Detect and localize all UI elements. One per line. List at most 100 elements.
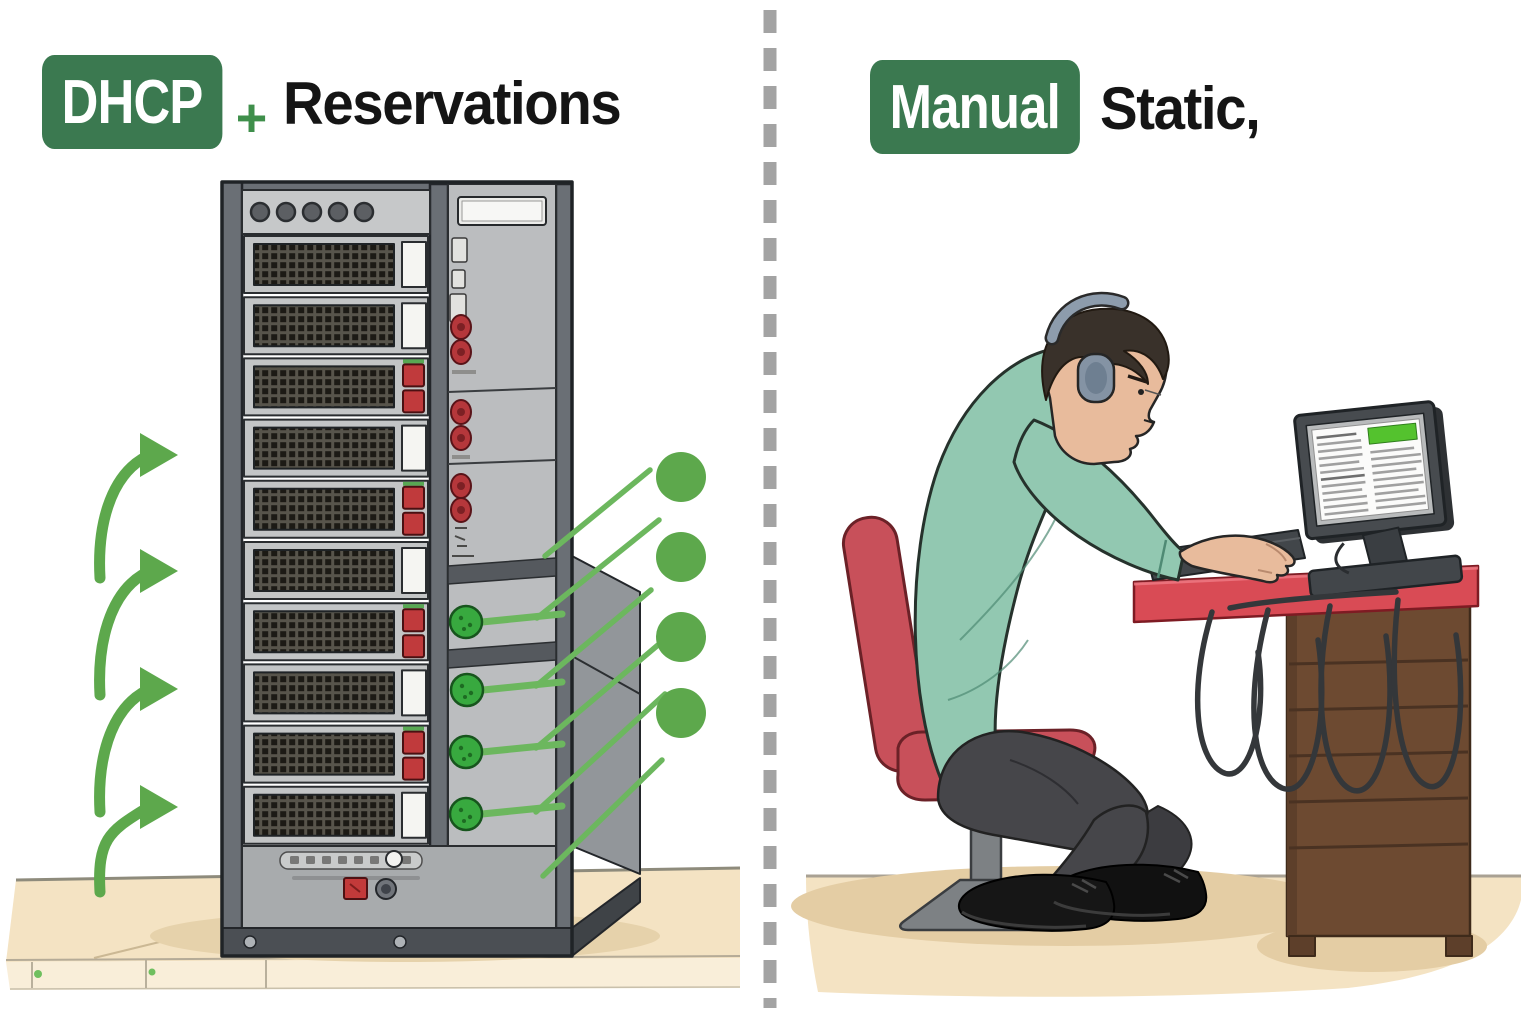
- red-button: [402, 363, 425, 388]
- red-button: [402, 511, 425, 536]
- head: [1041, 291, 1170, 466]
- dhcp-arrow: [94, 569, 148, 701]
- screw: [243, 935, 257, 949]
- red-button: [402, 730, 425, 755]
- manual-scene: [791, 291, 1521, 997]
- rack-units: [243, 235, 429, 845]
- lease-wires: [533, 467, 668, 879]
- floor-speck: [34, 970, 42, 978]
- plus-sign: +: [235, 88, 268, 148]
- label-mark: [338, 856, 347, 864]
- rack-unit: [243, 602, 429, 662]
- drive-panel: [401, 302, 427, 350]
- dhcp-badge: DHCP: [42, 55, 223, 149]
- port-connector: [448, 734, 484, 770]
- side-tower-controls: [447, 196, 557, 669]
- sweater-folds: [947, 504, 1063, 701]
- label-mark: [370, 856, 379, 864]
- mesh-grille: [253, 426, 395, 470]
- drive-panel: [401, 791, 427, 839]
- mesh-grille: [253, 793, 395, 837]
- eye: [1138, 389, 1144, 395]
- label-mark: [322, 856, 331, 864]
- monitor-base: [1307, 554, 1464, 598]
- rack-unit: [243, 785, 429, 845]
- floor-speck: [148, 968, 156, 976]
- mesh-grille: [253, 549, 395, 592]
- arrow-head: [140, 549, 178, 593]
- vent-holes: [249, 201, 375, 223]
- drive-panel: [401, 669, 427, 717]
- label-mark: [290, 856, 299, 864]
- screen-text-line: [1373, 473, 1424, 482]
- finger-lines: [1257, 543, 1287, 574]
- screen-text-line: [1316, 432, 1357, 440]
- rack-base: [221, 845, 573, 957]
- screen-text-line: [1321, 480, 1366, 488]
- screen-text-line: [1370, 452, 1421, 461]
- lease-wire: [533, 587, 654, 689]
- drive-panel: [401, 424, 427, 472]
- shoe-laces: [1071, 868, 1189, 894]
- red-oval-buttons: [450, 314, 472, 523]
- screen-text-line: [1375, 494, 1426, 503]
- vent-hole: [275, 201, 297, 223]
- reserved-port-connectors: [448, 604, 566, 832]
- rack-unit: [243, 724, 429, 784]
- arrow-head: [140, 433, 178, 477]
- red-button: [402, 608, 425, 633]
- dhcp-arrow: [94, 687, 148, 818]
- screen-text-line: [1373, 480, 1424, 489]
- arrow-head: [140, 785, 178, 829]
- label-mark: [354, 856, 363, 864]
- mouth: [1143, 419, 1155, 424]
- monitor: [1293, 400, 1464, 598]
- screen-text-lines: [1316, 432, 1427, 516]
- lease-wire: [533, 642, 661, 751]
- reserved-ip-dots: [656, 452, 706, 738]
- arrow-head: [140, 667, 178, 711]
- mesh-grille: [253, 732, 395, 776]
- glasses-arm: [1144, 389, 1162, 396]
- screen-text-line: [1323, 501, 1368, 509]
- right-headline: Static,: [1099, 75, 1261, 142]
- sweater-arm: [1012, 418, 1186, 582]
- rack-unit: [243, 235, 429, 294]
- red-button: [402, 634, 425, 659]
- desk-foot: [1288, 935, 1316, 957]
- desk-slat: [1288, 842, 1469, 850]
- shoe-soles: [961, 900, 1171, 929]
- left-headline: Reservations: [283, 70, 622, 137]
- port-connector: [448, 604, 484, 640]
- screen-text-line: [1320, 466, 1365, 475]
- rack-unit: [243, 296, 429, 356]
- eyebrow: [1127, 374, 1148, 384]
- screen-text-line: [1319, 460, 1360, 468]
- screen-text-line: [1371, 459, 1422, 468]
- desk-slat: [1288, 796, 1469, 804]
- hand: [1178, 534, 1296, 584]
- dhcp-lease-arrows: [94, 433, 178, 898]
- near-shoe: [957, 873, 1116, 932]
- red-button: [402, 485, 425, 510]
- drive-panel: [401, 547, 427, 594]
- lease-wire: [534, 517, 662, 621]
- left-title-group: DHCP + Reservations: [42, 55, 642, 149]
- cables: [1194, 589, 1464, 794]
- screen-text-line: [1320, 473, 1365, 481]
- monitor-screen: [1311, 418, 1430, 522]
- screen-text-line: [1322, 488, 1363, 495]
- label-badge: [451, 269, 466, 289]
- illegible-glyph: [452, 527, 474, 557]
- power-led: [385, 850, 403, 868]
- screen-text-line: [1370, 446, 1415, 454]
- screen-text-line: [1317, 439, 1362, 447]
- screen-text-line: [1318, 452, 1363, 461]
- port-connector: [448, 796, 484, 832]
- screen-highlight-bar: [1367, 422, 1418, 445]
- monitor-cable-curl: [1334, 542, 1350, 575]
- sleeve-cuff: [1156, 539, 1168, 579]
- manual-badge: Manual: [870, 60, 1080, 154]
- screen-text-line: [1372, 467, 1417, 475]
